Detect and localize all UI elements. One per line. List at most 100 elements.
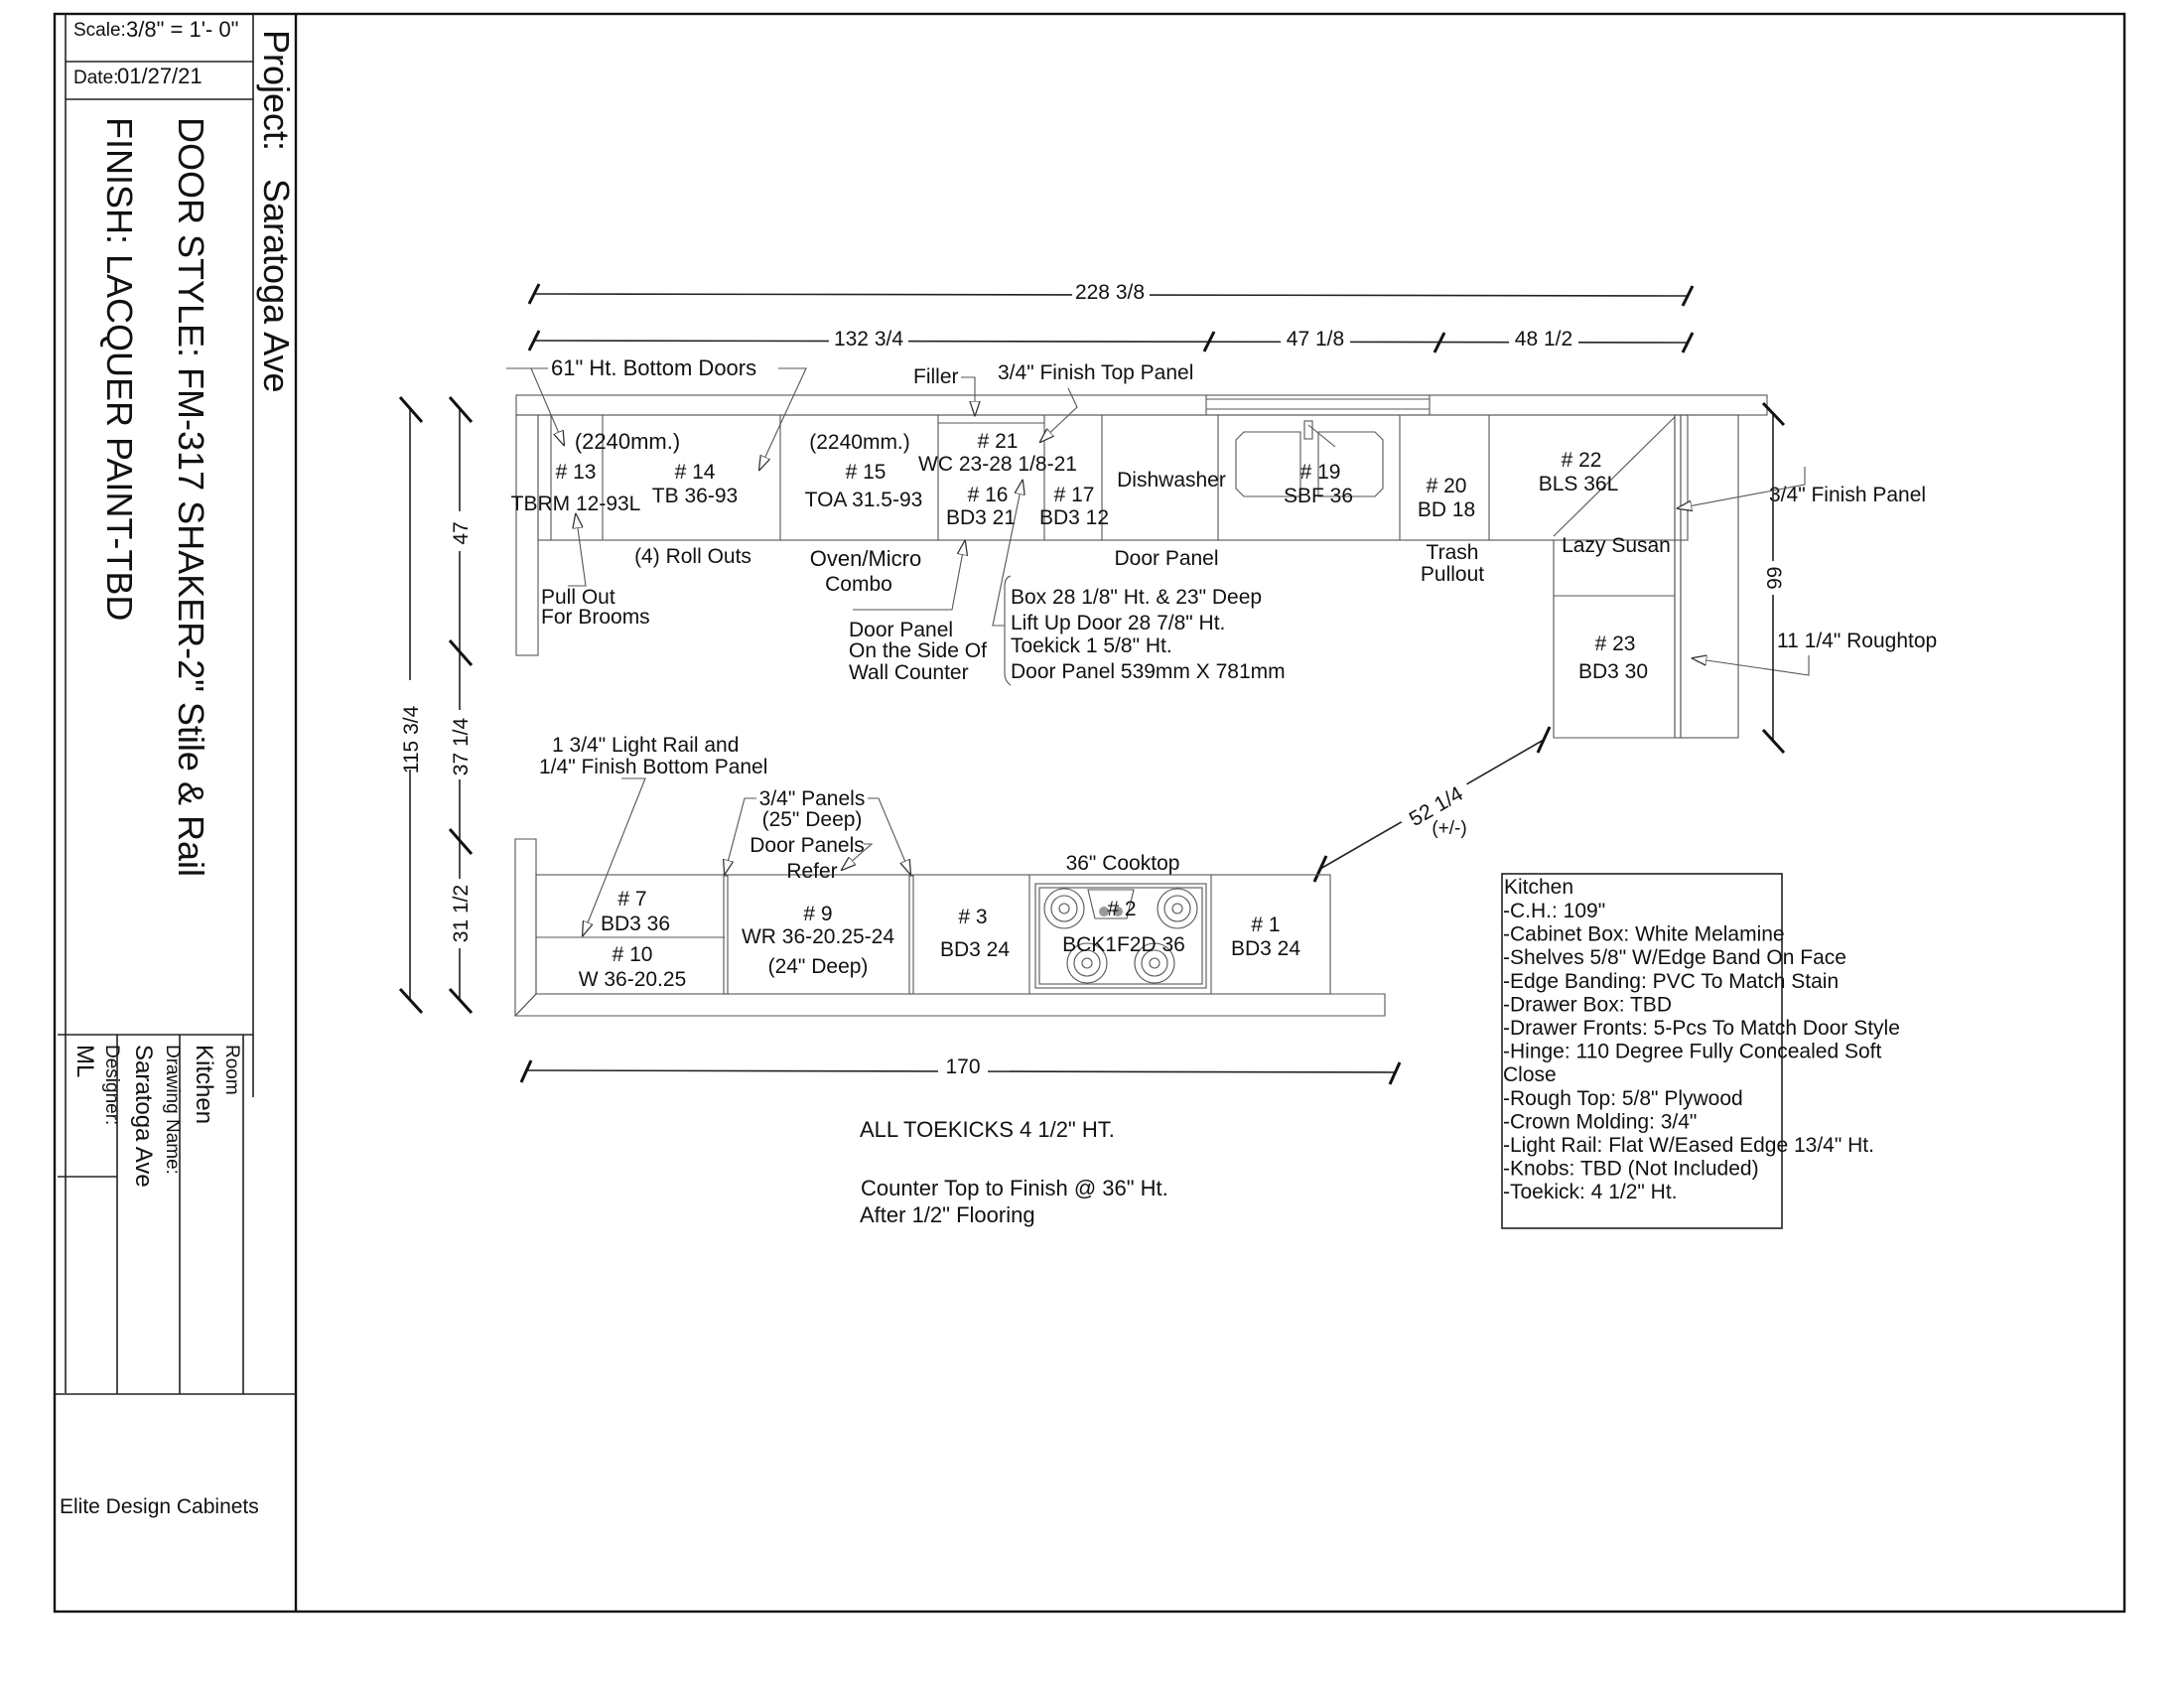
callout-filler: Filler <box>913 365 959 388</box>
cab-22-code: BLS 36L <box>1539 473 1619 495</box>
top-panel <box>515 394 1768 416</box>
cab-3-num: # 3 <box>958 906 987 928</box>
callout-oven-micro-1: Oven/Micro <box>810 546 921 571</box>
dim-label-bg <box>445 879 475 948</box>
right-dimension: 66 <box>1759 401 1789 755</box>
dim-top-mid: 47 1/8 <box>1287 328 1344 351</box>
faucet-icon <box>1303 420 1313 440</box>
callout-oven-micro-2: Combo <box>825 573 892 596</box>
dim-label-bg <box>445 511 475 551</box>
cab-14-code: TB 36-93 <box>652 485 738 507</box>
dim-top-right: 48 1/2 <box>1515 328 1572 351</box>
bottom-toekick <box>513 993 1386 1017</box>
callout-leader <box>568 514 587 587</box>
burner-icon <box>1066 942 1108 984</box>
callout-trash-2: Pullout <box>1421 563 1484 586</box>
spec-line: -Edge Banding: PVC To Match Stain <box>1503 970 1839 993</box>
project-value: Saratoga Ave <box>256 179 297 393</box>
spec-line: -Shelves 5/8" W/Edge Band On Face <box>1503 946 1846 969</box>
cab-9-note: (24" Deep) <box>768 955 869 978</box>
dim-label-bg <box>1072 280 1150 304</box>
dim-left-total: 115 3/4 <box>400 705 423 774</box>
spec-box: Kitchen -C.H.: 109"-Cabinet Box: White M… <box>1501 873 1900 1229</box>
dim-label-bg <box>1281 328 1350 352</box>
cab-16-code: BD3 21 <box>946 506 1016 529</box>
spec-line: -Drawer Fronts: 5-Pcs To Match Door Styl… <box>1503 1017 1900 1040</box>
dishwasher-label: Dishwasher <box>1117 469 1226 492</box>
wc-notes-bracket <box>1004 575 1012 686</box>
door-style: DOOR STYLE: FM-317 SHAKER-2" Stile & Rai… <box>171 117 211 877</box>
roughtop-panel <box>1680 414 1739 739</box>
title-block: Scale: 3/8" = 1'- 0" Date: 01/27/21 Proj… <box>55 14 298 1612</box>
callout-panels-1: 3/4" Panels <box>759 787 866 810</box>
cabinet-band <box>537 414 1689 541</box>
spec-title: Kitchen <box>1504 876 1573 899</box>
dim-bottom-run: 170 <box>945 1055 980 1078</box>
finish-panel <box>1674 414 1682 739</box>
cab-15-note: (2240mm.) <box>809 431 910 454</box>
sink-bowl-left <box>1235 431 1301 497</box>
spec-lines: -C.H.: 109"-Cabinet Box: White Melamine-… <box>1503 900 1900 1203</box>
top-run: (2240mm.) # 13 TBRM 12-93L # 14 TB 36-93… <box>506 355 1937 739</box>
callout-leader <box>759 367 807 470</box>
cooktop-icon <box>1034 883 1207 989</box>
drawing-name-value: Saratoga Ave <box>130 1045 157 1188</box>
cab-15-num: # 15 <box>846 461 887 484</box>
callout-door-panel-side-3: Wall Counter <box>849 661 969 684</box>
cab-14-num: # 14 <box>675 461 716 484</box>
dim-tick <box>1761 401 1786 427</box>
toekick-corner <box>514 993 537 1017</box>
cab-9-code: WR 36-20.25-24 <box>742 925 894 948</box>
dim-top-left: 132 3/4 <box>834 328 903 351</box>
callout-roughtop: 11 1/4" Roughtop <box>1777 630 1937 652</box>
dim-overall-top: 228 3/8 <box>1075 281 1145 304</box>
dim-tick <box>1202 331 1216 352</box>
cab-23-num: # 23 <box>1595 633 1636 655</box>
callout-leader <box>961 376 975 415</box>
callout-pull-out-1: Pull Out <box>541 586 615 609</box>
lazy-susan-diagonal <box>1553 416 1676 537</box>
callout-finish-top-panel: 3/4" Finish Top Panel <box>998 361 1193 384</box>
dim-tick <box>519 1059 533 1083</box>
dim-left-middle: 37 1/4 <box>450 717 473 775</box>
cab-2-code: BCK1F2D 36 <box>1062 933 1185 956</box>
callout-trash-1: Trash <box>1427 541 1479 564</box>
drawing-name-label: Drawing Name: <box>162 1045 183 1175</box>
knob-icon <box>1099 907 1109 916</box>
dim-tick <box>1388 1061 1402 1085</box>
spec-line: -Drawer Box: TBD <box>1503 993 1672 1016</box>
cab-3-code: BD3 24 <box>940 938 1010 961</box>
general-notes: ALL TOEKICKS 4 1/2" HT. Counter Top to F… <box>860 1117 1168 1227</box>
spec-line: -Knobs: TBD (Not Included) <box>1503 1158 1759 1181</box>
callout-cooktop: 36" Cooktop <box>1066 852 1180 875</box>
callout-leader <box>1693 655 1810 676</box>
sheet-border <box>53 12 2126 1614</box>
dim-left-lower: 31 1/2 <box>450 885 473 942</box>
dim-tick <box>1761 728 1786 755</box>
cab-13-num: # 13 <box>556 461 597 484</box>
callout-light-rail-1: 1 3/4" Light Rail and <box>552 734 739 757</box>
dim-tick <box>527 283 541 305</box>
dim-tick <box>448 396 474 423</box>
note-counter-2: After 1/2" Flooring <box>860 1202 1035 1227</box>
top-dimensions: 228 3/8 132 3/4 47 1/8 48 1/2 <box>527 280 1695 353</box>
note-counter-1: Counter Top to Finish @ 36" Ht. <box>861 1176 1168 1200</box>
panel-left <box>723 875 729 995</box>
callout-leader <box>868 797 910 874</box>
callout-finish-panel: 3/4" Finish Panel <box>1769 484 1926 506</box>
panel-right <box>908 875 914 995</box>
wc-note-3: Door Panel 539mm X 781mm <box>1011 660 1286 683</box>
dim-tick <box>448 828 474 855</box>
dim-tick <box>398 396 424 423</box>
cooktop-inner <box>1038 887 1203 985</box>
callout-leader <box>725 797 756 874</box>
dim-tick <box>448 987 474 1015</box>
dim-label-bg <box>829 328 908 352</box>
note-toekicks: ALL TOEKICKS 4 1/2" HT. <box>860 1117 1115 1142</box>
bottom-cabinet-band <box>535 874 1331 995</box>
callout-leader <box>992 481 1023 627</box>
spec-line: -Hinge: 110 Degree Fully Concealed Soft <box>1503 1041 1881 1063</box>
dim-tick <box>1681 285 1695 307</box>
date-label: Date: <box>73 68 118 88</box>
